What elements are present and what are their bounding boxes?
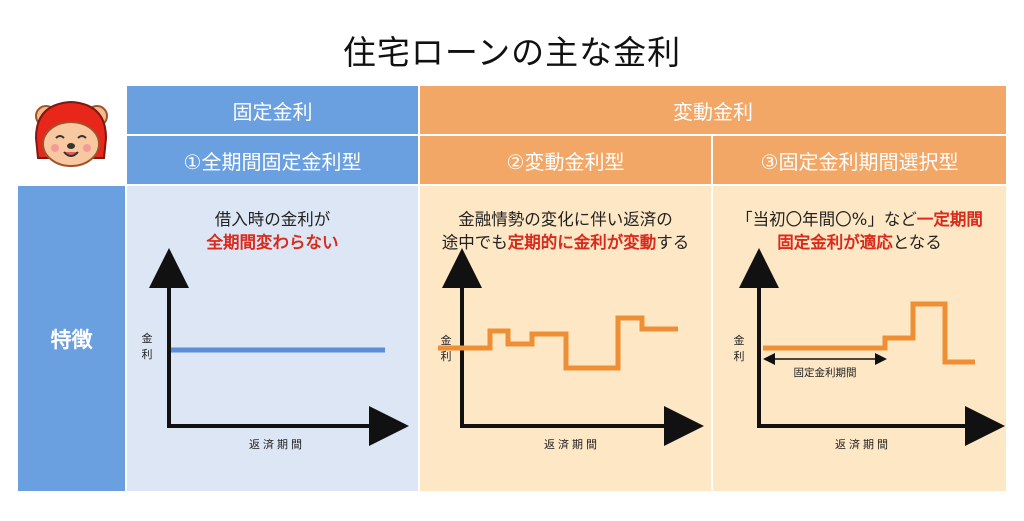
panel-2-desc-emphasis: 定期的に金利が変動 [507,233,657,252]
x-axis-label: 返済期間 [835,437,891,451]
column-header-1: ①全期間固定金利型 [127,136,418,184]
y-axis-label-1: 金 [734,333,745,347]
header-variable-rate-label: 変動金利 [673,99,753,124]
mascot-corner [18,86,125,184]
y-axis-label-2: 利 [142,348,153,361]
panel-3-desc-line1-emphasis: 一定期間 [916,210,983,229]
rate-line [438,315,678,371]
panel-3-desc-line1-lead: 「当初〇年間〇%」など [736,210,917,229]
chart-variable-rate: 金 利 返済期間 [438,248,704,451]
panel-1-desc-line1: 借入時の金利が [214,210,331,229]
header-variable-rate: 変動金利 [420,86,1006,134]
panel-2-desc-line2-lead: 途中でも [441,233,508,252]
column-header-3-label: ③固定金利期間選択型 [760,149,959,174]
chart-fixed-full-term: 金 利 返済期間 [142,248,409,451]
column-header-2-label: ②変動金利型 [506,149,625,174]
header-fixed-rate: 固定金利 [127,86,418,134]
panel-3-desc-line2-tail: となる [892,233,942,252]
panel-variable-rate: 金融情勢の変化に伴い返済の 途中でも定期的に金利が変動する 金 利 返済期間 [420,186,711,491]
y-axis-label-2: 利 [441,350,452,363]
panel-2-desc-line2-tail: する [656,233,690,252]
panel-1-description: 借入時の金利が 全期間変わらない [127,208,418,254]
panel-3-description: 「当初〇年間〇%」など一定期間 固定金利が適応となる [713,208,1006,254]
panel-3-desc-line2-emphasis: 固定金利が適応 [777,233,893,252]
column-header-1-label: ①全期間固定金利型 [183,149,362,174]
header-fixed-rate-label: 固定金利 [232,99,313,124]
y-axis-label-1: 金 [142,331,153,345]
y-axis-label-2: 利 [734,350,745,363]
page-title: 住宅ローンの主な金利 [342,33,682,72]
panel-1-desc-emphasis: 全期間変わらない [206,233,339,252]
mascot-icon [34,100,108,167]
panel-fixed-period-selection: 「当初〇年間〇%」など一定期間 固定金利が適応となる 固定金利期間 金 利 返済… [713,186,1006,491]
chart-fixed-period-selection: 固定金利期間 金 利 返済期間 [734,248,1005,451]
row-label-features: 特徴 [18,186,125,491]
row-label-features-text: 特徴 [50,327,93,352]
column-header-2: ②変動金利型 [420,136,711,184]
panel-fixed-full-term: 借入時の金利が 全期間変わらない 金 利 返済期間 [127,186,418,491]
x-axis-label: 返済期間 [544,437,600,451]
y-axis-label-1: 金 [441,333,452,347]
panel-2-desc-line1: 金融情勢の変化に伴い返済の [458,210,673,229]
x-axis-label: 返済期間 [249,437,305,451]
column-header-3: ③固定金利期間選択型 [713,136,1006,184]
panel-2-description: 金融情勢の変化に伴い返済の 途中でも定期的に金利が変動する [420,208,711,254]
rate-line [763,301,975,365]
fixed-period-label: 固定金利期間 [794,366,857,379]
